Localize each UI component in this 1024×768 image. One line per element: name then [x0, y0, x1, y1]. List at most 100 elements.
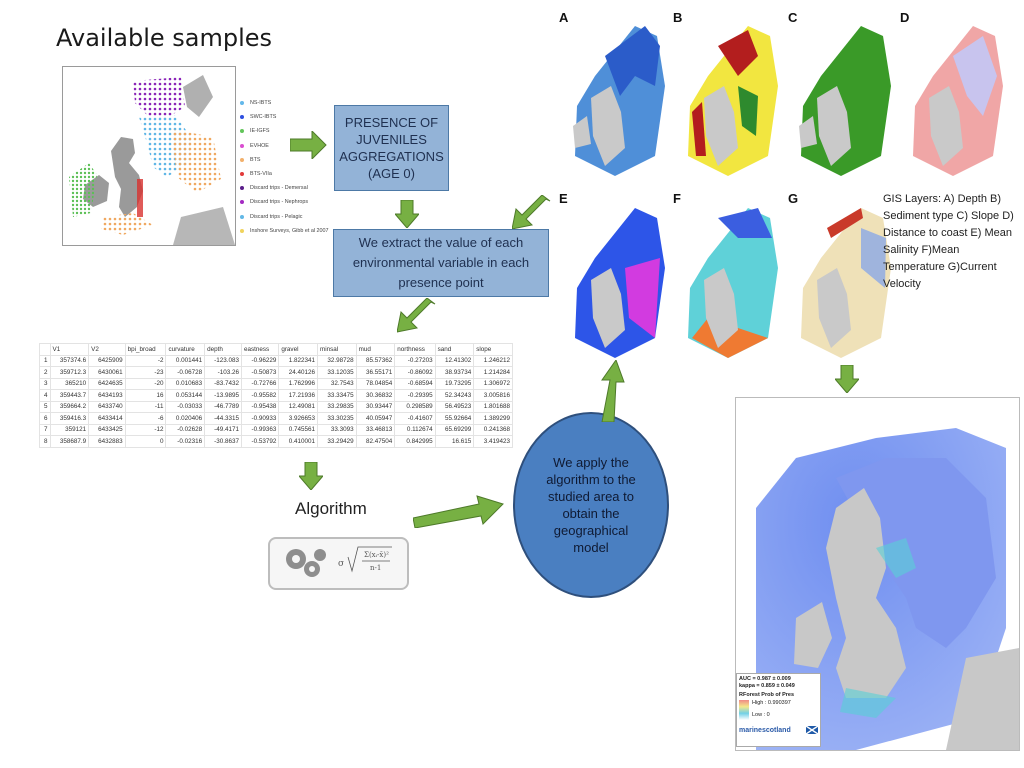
legend-dot-icon	[240, 214, 244, 219]
temperature-map	[688, 208, 778, 358]
table-cell: 78.04854	[355, 377, 396, 390]
table-cell: 359443.7	[49, 389, 90, 402]
panel-letter-e: E	[559, 191, 568, 206]
table-cell: 5	[39, 400, 51, 413]
table-cell: 40.05947	[355, 412, 396, 425]
legend-dot-icon	[240, 101, 244, 106]
table-cell: 38.93734	[434, 366, 475, 379]
table-cell: -0.29395	[394, 389, 436, 402]
panel-letter-b: B	[673, 10, 683, 25]
table-cell: 0.010683	[165, 377, 206, 390]
table-cell: 33.3093	[316, 423, 357, 436]
table-cell: 24.40126	[278, 366, 318, 379]
legend-item: NS-IBTS	[240, 96, 375, 110]
table-cell: 1.762996	[278, 377, 318, 390]
table-cell: -2	[124, 354, 167, 367]
algorithm-formula-box: σ Σ(xᵢ-x̄)² n-1	[268, 537, 409, 590]
panel-letter-a: A	[559, 10, 569, 25]
table-cell: 359416.3	[49, 412, 90, 425]
legend-dot-icon	[240, 143, 244, 148]
table-cell: 0.053144	[165, 389, 206, 402]
table-cell: 82.47504	[355, 435, 396, 448]
svg-text:n-1: n-1	[370, 564, 381, 572]
table-cell: 0	[124, 435, 167, 448]
table-cell: 17.21936	[278, 389, 318, 402]
table-cell: 0.241368	[473, 423, 513, 436]
distance-map	[913, 26, 1003, 176]
current-velocity-map	[801, 208, 891, 358]
table-cell: 6430061	[88, 366, 126, 379]
panel-letter-f: F	[673, 191, 681, 206]
apply-text: We apply the algorithm to the studied ar…	[546, 455, 636, 555]
table-cell: 359712.3	[49, 366, 90, 379]
table-cell: 2	[39, 366, 51, 379]
arrow-left-diagonal-icon	[512, 195, 551, 230]
gis-layer-panels: A B C D E F G	[555, 8, 1003, 358]
table-cell: -49.4171	[204, 423, 242, 436]
algorithm-label: Algorithm	[295, 499, 367, 518]
salinity-map	[575, 208, 665, 358]
table-cell: 12.49081	[278, 400, 318, 413]
table-cell: 0.745561	[278, 423, 318, 436]
low-label: Low : 0	[752, 712, 770, 718]
table-header-cell: V1	[49, 343, 90, 356]
depth-map	[573, 26, 665, 176]
legend-item: EVHOE	[240, 139, 375, 153]
table-cell: 6	[39, 412, 51, 425]
panel-letter-g: G	[788, 191, 799, 206]
table-cell: 33.33475	[316, 389, 357, 402]
table-cell: -83.7432	[204, 377, 242, 390]
table-cell: 16	[124, 389, 167, 402]
legend-item: Discard trips - Nephrops	[240, 195, 375, 209]
table-cell: 52.34243	[434, 389, 475, 402]
extract-text: We extract the value of each environment…	[352, 235, 530, 290]
scotland-flag-icon	[805, 725, 819, 735]
table-cell: 33.46813	[355, 423, 396, 436]
table-cell: 6434193	[88, 389, 126, 402]
arrow-down-icon	[835, 365, 859, 393]
legend-item: Discard trips - Pelagic	[240, 210, 375, 224]
table-cell: 33.29835	[316, 400, 357, 413]
panel-letter-c: C	[788, 10, 798, 25]
table-cell: 357374.6	[49, 354, 90, 367]
legend-item: SWC-IBTS	[240, 110, 375, 124]
table-cell: 6432883	[88, 435, 126, 448]
samples-map	[62, 66, 236, 246]
table-cell: 6433425	[88, 423, 126, 436]
table-cell: 65.69299	[434, 423, 475, 436]
table-cell: 32.7543	[316, 377, 357, 390]
table-cell: -30.8637	[204, 435, 242, 448]
table-cell: 1.214284	[473, 366, 513, 379]
table-cell: 30.36832	[355, 389, 396, 402]
arrow-down-icon	[395, 200, 419, 228]
table-cell: -0.41607	[394, 412, 436, 425]
legend-label: IE-IGFS	[250, 128, 270, 135]
table-header-cell: curvature	[165, 343, 206, 356]
table-cell: 7	[39, 423, 51, 436]
table-header-cell: sand	[434, 343, 475, 356]
table-cell: 33.12035	[316, 366, 357, 379]
table-cell: 33.29429	[316, 435, 357, 448]
table-cell: 6424635	[88, 377, 126, 390]
table-cell: 365210	[49, 377, 90, 390]
table-cell: 16.615	[434, 435, 475, 448]
table-cell: 3.926653	[278, 412, 318, 425]
table-cell: -0.99363	[240, 423, 280, 436]
table-cell: 3	[39, 377, 51, 390]
table-header-cell: northness	[394, 343, 436, 356]
legend-item: BTS-VIIa	[240, 167, 375, 181]
table-cell: -0.86092	[394, 366, 436, 379]
extract-box: We extract the value of each environment…	[333, 229, 549, 297]
table-cell: 36.55171	[355, 366, 396, 379]
sediment-map	[688, 26, 778, 176]
table-cell: 30.93447	[355, 400, 396, 413]
table-cell: 6433414	[88, 412, 126, 425]
table-cell: -0.06728	[165, 366, 206, 379]
